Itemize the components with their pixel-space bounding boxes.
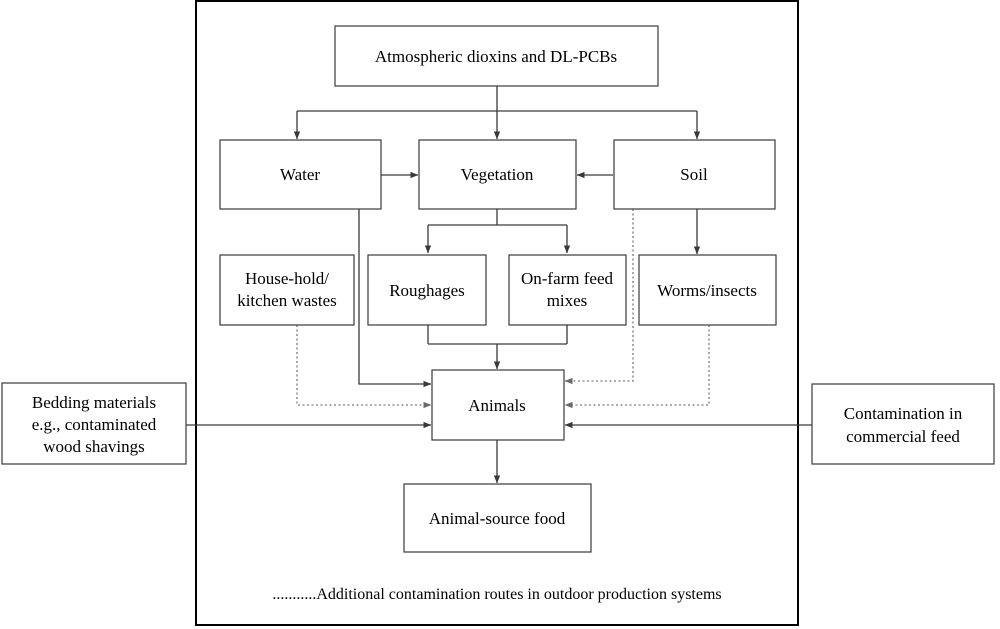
node-animals: Animals — [431, 369, 565, 441]
legend-dotted-routes: ...........Additional contamination rout… — [272, 586, 721, 603]
node-household-label-line2: kitchen wastes — [237, 291, 337, 310]
edge-water-animals — [358, 209, 432, 388]
node-onfarm-label-line2: mixes — [547, 291, 588, 310]
node-onfarm-label-line1: On-farm feed — [521, 269, 614, 288]
node-bedding-label-line3: wood shavings — [43, 437, 145, 456]
node-vegetation-label: Vegetation — [461, 165, 534, 184]
node-household-label-line1: House-hold/ — [245, 269, 329, 288]
dotted-edges — [296, 209, 710, 409]
outer-frame — [195, 0, 799, 626]
node-soil-label: Soil — [680, 165, 708, 184]
solid-edges — [186, 86, 812, 484]
node-bedding: Bedding materials e.g., contaminated woo… — [1, 382, 187, 465]
edge-worms-animals-dotted — [564, 325, 710, 409]
node-atmospheric-label: Atmospheric dioxins and DL-PCBs — [375, 47, 617, 66]
node-bedding-label-line2: e.g., contaminated — [32, 415, 157, 434]
node-water: Water — [219, 139, 382, 210]
node-vegetation: Vegetation — [418, 139, 577, 210]
edge-household-animals-dotted — [296, 325, 432, 409]
node-water-label: Water — [280, 165, 320, 184]
node-worms-label: Worms/insects — [657, 281, 757, 300]
node-commercial-label-line2: commercial feed — [846, 427, 960, 446]
node-roughages: Roughages — [367, 254, 487, 326]
edge-soil-animals-dotted — [564, 209, 634, 385]
node-roughages-label: Roughages — [389, 281, 465, 300]
node-commercial: Contamination in commercial feed — [811, 383, 995, 465]
node-bedding-label-line1: Bedding materials — [32, 393, 156, 412]
node-food: Animal-source food — [403, 483, 592, 553]
node-commercial-label-line1: Contamination in — [844, 404, 963, 423]
node-soil: Soil — [613, 139, 776, 210]
node-animals-label: Animals — [468, 396, 526, 415]
node-food-label: Animal-source food — [429, 509, 566, 528]
node-onfarm: On-farm feed mixes — [508, 254, 627, 326]
node-worms: Worms/insects — [638, 254, 777, 326]
node-household: House-hold/ kitchen wastes — [219, 254, 355, 326]
node-atmospheric: Atmospheric dioxins and DL-PCBs — [334, 25, 659, 87]
